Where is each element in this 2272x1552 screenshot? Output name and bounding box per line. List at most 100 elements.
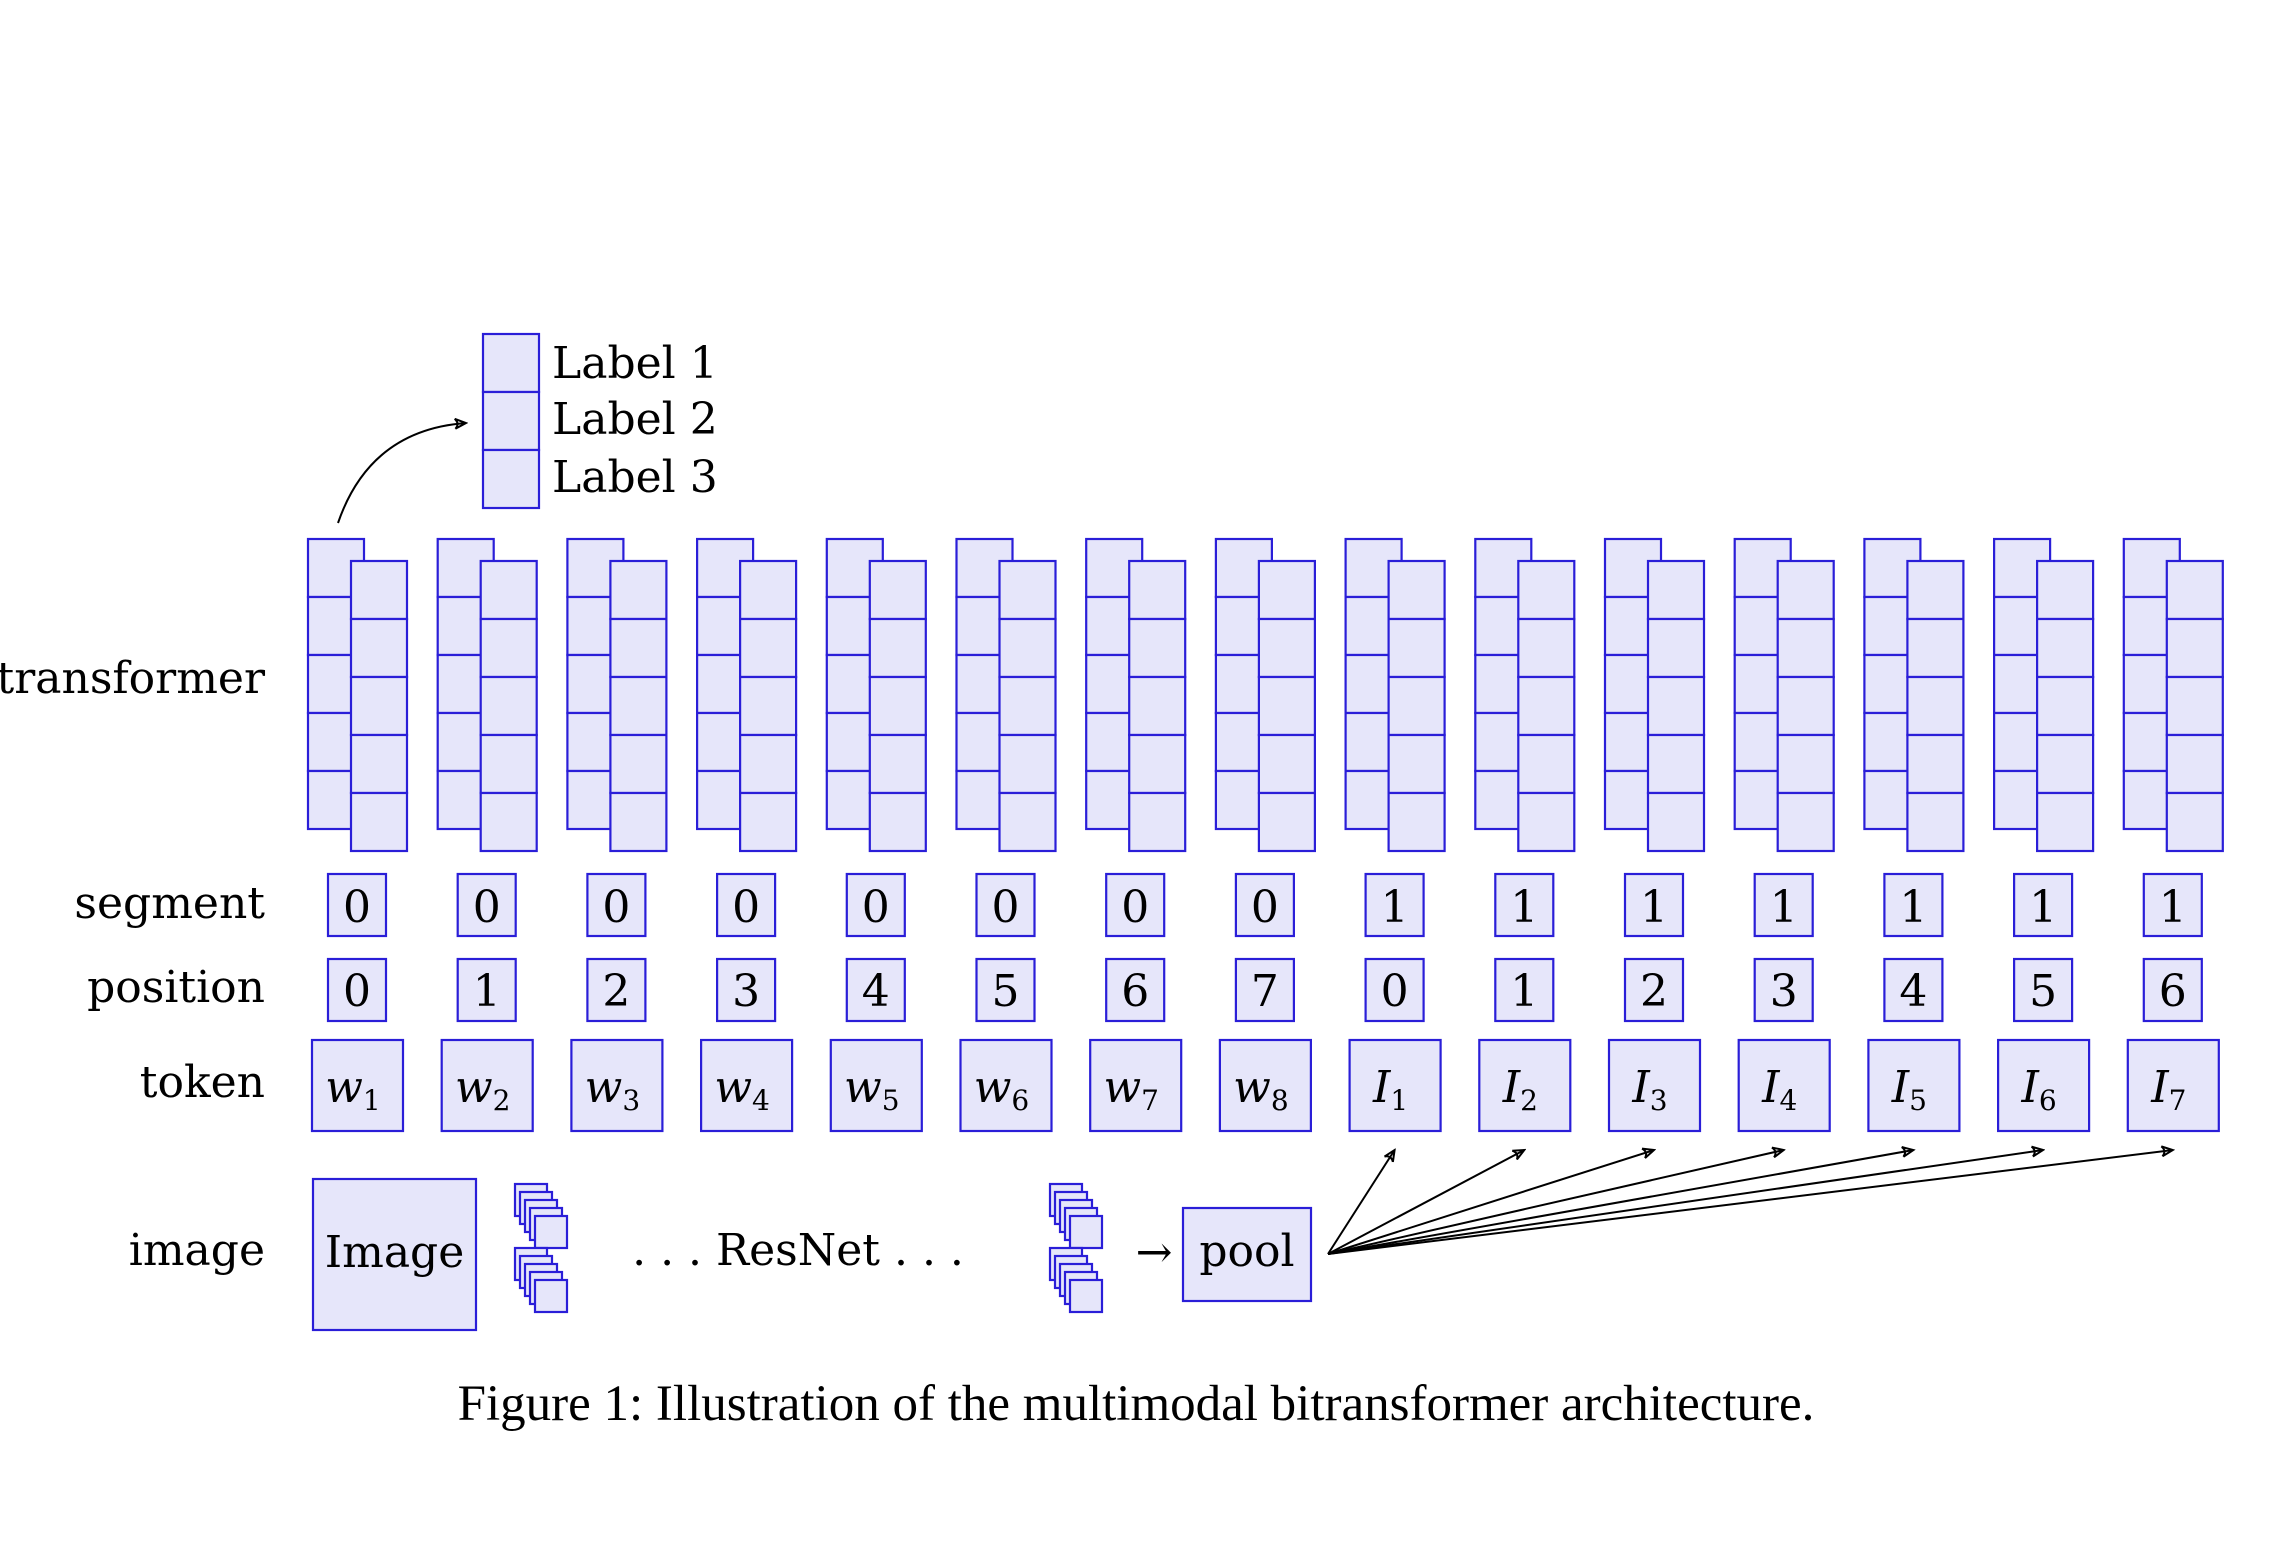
token-label: I1: [1372, 1062, 1408, 1117]
segment-box: [2142, 872, 2203, 938]
transformer-front-cell: [1517, 617, 1576, 679]
transformer-front-cell: [1257, 559, 1317, 621]
segment-value: 1: [2159, 882, 2187, 933]
row-label-image: image: [129, 1225, 265, 1276]
position-value: 6: [2159, 966, 2187, 1017]
position-box: [1494, 957, 1555, 1023]
segment-box: [2012, 872, 2074, 938]
position-value: 5: [2029, 966, 2057, 1017]
segment-box: [586, 872, 647, 938]
feature-maps-left: [513, 1182, 569, 1314]
token-subscript: 8: [1271, 1084, 1289, 1117]
token-box: [440, 1038, 534, 1133]
pool-arrow: →: [1136, 1227, 1173, 1278]
output-label-2: Label 2: [552, 394, 718, 445]
token-box: [1607, 1038, 1702, 1133]
transformer-front-cell: [1387, 791, 1446, 853]
position-value: 4: [862, 966, 890, 1017]
token-subscript: 6: [2039, 1084, 2057, 1117]
position-value: 5: [992, 966, 1020, 1017]
segment-value: 0: [602, 882, 630, 933]
position-value: 4: [1899, 966, 1927, 1017]
transformer-front-cell: [609, 617, 668, 679]
transformer-front-cell: [998, 559, 1057, 621]
token-subscript: 5: [882, 1084, 900, 1117]
token-symbol: w: [1103, 1062, 1141, 1113]
position-value: 6: [1121, 966, 1149, 1017]
pool-arrow-to-token-11: [1327, 1150, 1654, 1255]
segment-value: 1: [1640, 882, 1668, 933]
token-subscript: 3: [1650, 1084, 1668, 1117]
transformer-front-cell: [2165, 617, 2224, 679]
row-label-transformer: transformer: [0, 653, 266, 704]
transformer-front-cell: [868, 559, 927, 621]
token-label: I4: [1761, 1062, 1797, 1117]
position-value: 1: [1510, 966, 1538, 1017]
position-box: [845, 957, 906, 1023]
token-label: w6: [974, 1062, 1030, 1117]
transformer-front-cell: [1257, 791, 1317, 853]
pool-arrow-to-token-15: [1327, 1150, 2173, 1255]
token-symbol: w: [974, 1062, 1012, 1113]
pool-arrow-to-token-14: [1327, 1150, 2043, 1255]
transformer-front-cell: [1646, 675, 1706, 737]
token-subscript: 2: [1520, 1084, 1538, 1117]
transformer-front-cell: [1128, 791, 1187, 853]
token-subscript: 5: [1909, 1084, 1927, 1117]
position-value: 2: [1640, 966, 1668, 1017]
transformer-front-cell: [998, 675, 1057, 737]
transformer-front-cell: [1776, 675, 1835, 737]
position-value: 3: [732, 966, 760, 1017]
output-label-1: Label 1: [552, 338, 718, 389]
transformer-front-cell: [1646, 733, 1706, 795]
label-cell-3: [481, 448, 541, 510]
token-box: [829, 1038, 923, 1133]
transformer-front-cell: [868, 733, 927, 795]
segment-value: 0: [473, 882, 501, 933]
row-label-token: token: [140, 1057, 265, 1108]
token-box: [310, 1038, 405, 1133]
segment-box: [715, 872, 777, 938]
pool-label: pool: [1199, 1226, 1294, 1277]
column-7: 0 6 w7: [1085, 537, 1187, 1133]
feature-map-square: [533, 1278, 569, 1314]
segment-value: 0: [862, 882, 890, 933]
pool-fanout-arrows: [1327, 1150, 2173, 1255]
position-value: 2: [602, 966, 630, 1017]
position-value: 0: [1381, 966, 1409, 1017]
position-box: [1753, 957, 1814, 1023]
token-label: I5: [1891, 1062, 1927, 1117]
segment-value: 0: [1251, 882, 1279, 933]
token-symbol: I: [1891, 1062, 1911, 1113]
transformer-front-cell: [1646, 617, 1706, 679]
segment-value: 0: [343, 882, 371, 933]
transformer-front-cell: [349, 559, 409, 621]
token-symbol: w: [714, 1062, 752, 1113]
transformer-front-cell: [609, 791, 668, 853]
transformer-front-cell: [479, 559, 538, 621]
token-subscript: 2: [493, 1084, 511, 1117]
token-columns: 00w101w202w303w404w505w606w707w810I111I2…: [306, 537, 2224, 1133]
token-subscript: 7: [1141, 1084, 1159, 1117]
transformer-front-cell: [1128, 617, 1187, 679]
token-box: [1348, 1038, 1442, 1133]
segment-value: 1: [1899, 882, 1927, 933]
transformer-front-cell: [2165, 733, 2224, 795]
transformer-front-cell: [738, 617, 798, 679]
transformer-front-cell: [479, 617, 538, 679]
transformer-front-cell: [868, 675, 927, 737]
transformer-front-cell: [1387, 559, 1446, 621]
segment-value: 0: [1121, 882, 1149, 933]
transformer-front-cell: [349, 675, 409, 737]
segment-box: [1623, 872, 1685, 938]
transformer-front-cell: [1257, 617, 1317, 679]
segment-box: [1883, 872, 1944, 938]
row-label-position: position: [87, 962, 265, 1013]
